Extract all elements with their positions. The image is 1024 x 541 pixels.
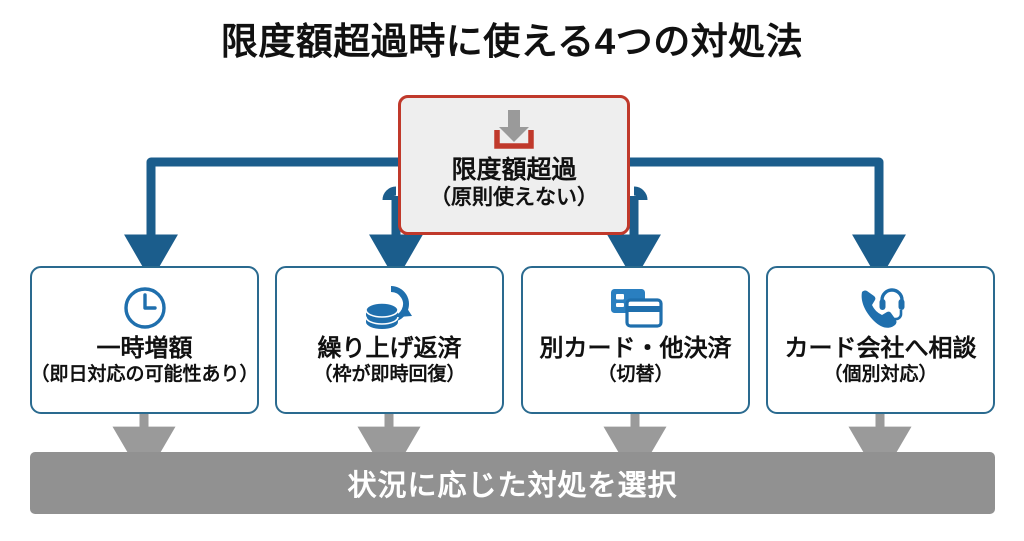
option-box-other-card[interactable]: 別カード・他決済 （切替） — [521, 266, 750, 414]
connector-to-option-0 — [124, 157, 405, 282]
option-title: 繰り上げ返済 — [317, 335, 462, 362]
page-title: 限度額超過時に使える4つの対処法 — [220, 21, 804, 62]
source-node-limit-exceeded[interactable]: 限度額超過 （原則使えない） — [398, 95, 630, 235]
coins-refresh-icon — [361, 282, 419, 334]
connector-to-option-1-elbow — [382, 186, 397, 201]
option-subtitle: （個別対応） — [823, 363, 938, 385]
option-title: 別カード・他決済 — [539, 335, 732, 362]
phone-headset-icon — [852, 282, 910, 334]
source-node-subtitle: （原則使えない） — [430, 185, 598, 209]
option-box-early-repayment[interactable]: 繰り上げ返済 （枠が即時回復） — [275, 266, 504, 414]
option-subtitle: （即日対応の可能性あり） — [30, 363, 259, 385]
option-title: カード会社へ相談 — [784, 335, 977, 362]
credit-cards-icon — [606, 282, 666, 334]
connector-to-option-3 — [625, 157, 906, 282]
download-tray-icon — [486, 106, 542, 154]
source-node-title: 限度額超過 — [451, 156, 577, 184]
connector-to-option-2-elbow — [633, 186, 648, 201]
option-title: 一時増額 — [96, 335, 193, 362]
option-subtitle: （切替） — [597, 363, 674, 385]
footer-banner: 状況に応じた対処を選択 — [30, 452, 995, 514]
option-box-consult-issuer[interactable]: カード会社へ相談 （個別対応） — [766, 266, 995, 414]
option-box-temporary-increase[interactable]: 一時増額 （即日対応の可能性あり） — [30, 266, 259, 414]
clock-icon — [120, 282, 170, 334]
footer-banner-text: 状況に応じた対処を選択 — [347, 470, 678, 502]
option-subtitle: （枠が即時回復） — [313, 363, 466, 385]
